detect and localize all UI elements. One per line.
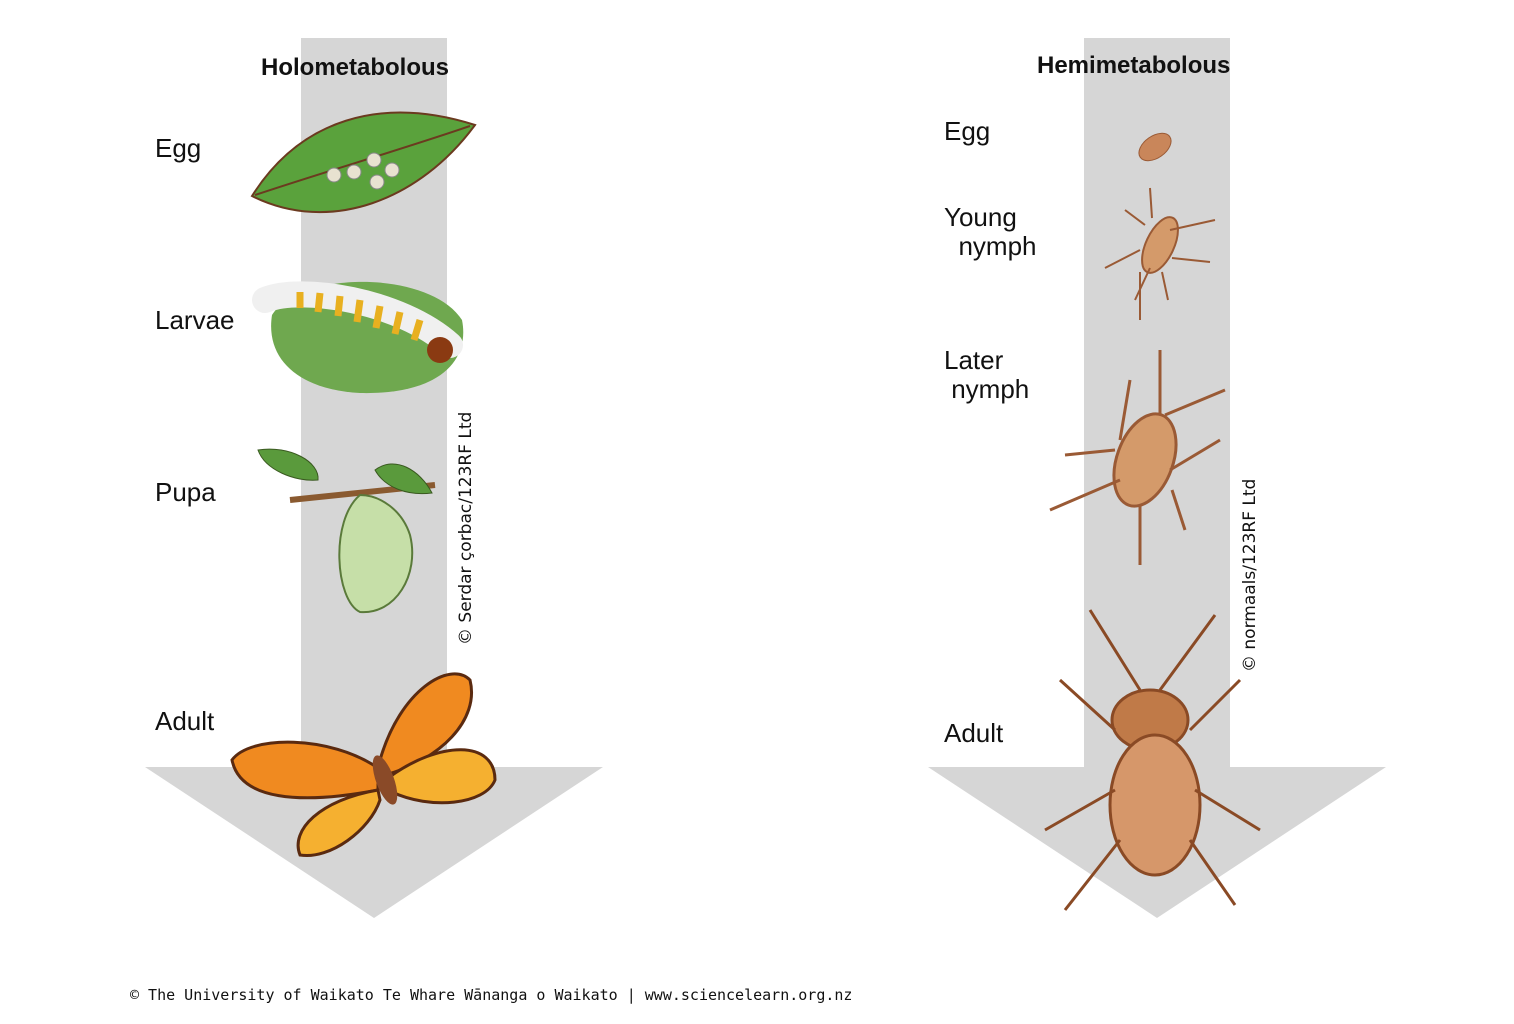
cockroach-icon: [1044, 609, 1261, 911]
holometabolous-title: Holometabolous: [261, 54, 450, 81]
later-nymph-icon: [1049, 350, 1226, 565]
hemi-stage-young-nymph: Young nymph: [944, 202, 1037, 261]
young-nymph-icon: [1104, 187, 1216, 320]
chrysalis-icon: [257, 448, 436, 614]
holo-stage-egg: Egg: [155, 133, 202, 163]
holometabolous-arrow: [145, 38, 603, 918]
caterpillar-icon: [252, 281, 464, 394]
hemimetabolous-title: Hemimetabolous: [1037, 52, 1231, 79]
holo-stage-adult: Adult: [155, 706, 215, 736]
footer-copyright: © The University of Waikato Te Whare Wān…: [130, 986, 853, 1004]
hemi-stage-later-nymph: Later nymph: [944, 345, 1030, 404]
hemi-stage-adult: Adult: [944, 718, 1004, 748]
egg-icon: [1138, 132, 1172, 162]
butterfly-icon: [230, 672, 497, 858]
right-image-credit: © normaals/123RF Ltd: [1240, 478, 1260, 672]
holo-stage-pupa: Pupa: [155, 477, 216, 507]
leaf-eggs-icon: [250, 111, 477, 214]
left-image-credit: © Serdar çorbac/123RF Ltd: [456, 411, 476, 645]
hemi-stage-egg: Egg: [944, 116, 991, 146]
holo-stage-larvae: Larvae: [155, 305, 235, 335]
